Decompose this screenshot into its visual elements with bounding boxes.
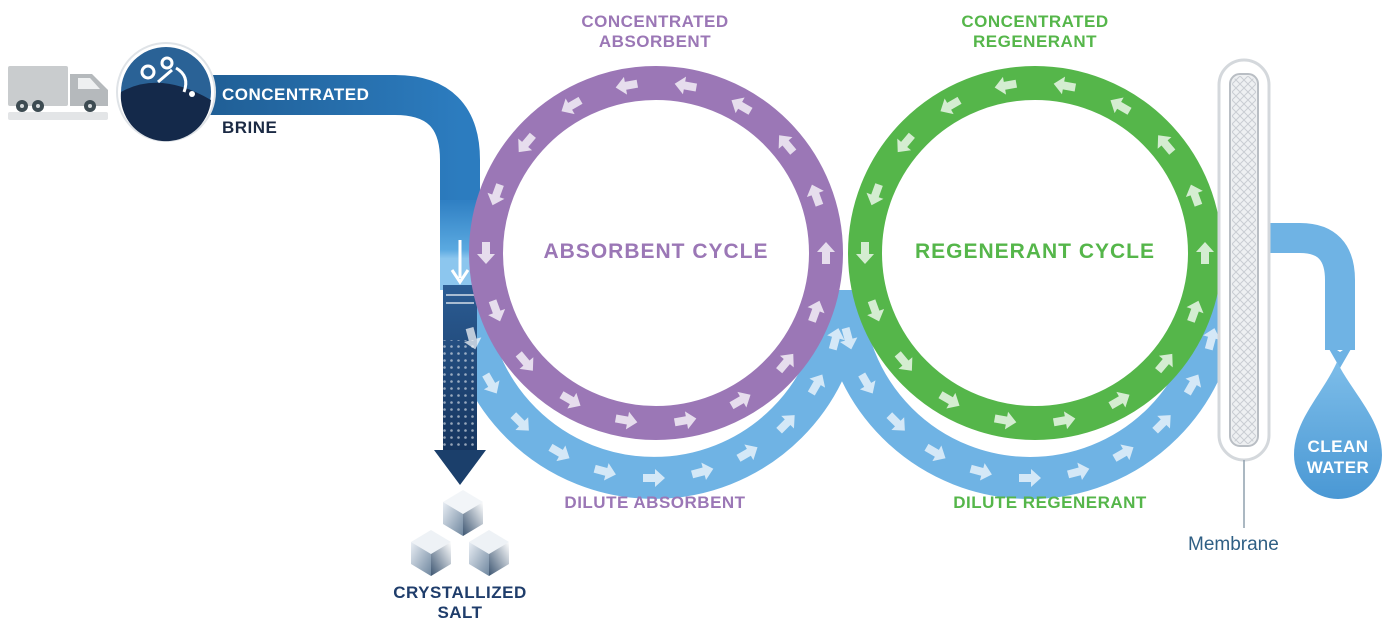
dilute-regenerant-label: DILUTE REGENERANT bbox=[953, 493, 1147, 512]
absorbent-flow-arrow bbox=[477, 242, 495, 264]
clean-water-label: CLEAN WATER bbox=[1290, 436, 1386, 478]
truck-icon bbox=[8, 66, 108, 120]
concentrated-absorbent-label: CONCENTRATED ABSORBENT bbox=[560, 12, 750, 52]
absorbent-flow-arrow bbox=[729, 391, 751, 410]
dilute-flow-arrow bbox=[858, 372, 876, 394]
dilute-flow-arrow bbox=[463, 327, 482, 350]
regenerant-flow-arrow bbox=[1052, 411, 1076, 430]
regenerant-flow-arrow bbox=[1157, 135, 1176, 155]
absorbent-flow-arrow bbox=[778, 135, 797, 155]
absorbent-flow-arrow bbox=[615, 76, 639, 95]
brine-label: BRINE bbox=[222, 118, 278, 137]
absorbent-flow-arrow bbox=[515, 351, 534, 371]
membrane-icon bbox=[1217, 58, 1271, 528]
dilute-flow-arrow bbox=[1067, 462, 1090, 481]
regenerant-cycle-ring bbox=[848, 66, 1222, 440]
absorbent-cycle-ring bbox=[469, 66, 843, 440]
absorbent-flow-arrow bbox=[806, 184, 824, 207]
absorbent-flow-arrow bbox=[614, 411, 638, 430]
absorbent-flow-arrow bbox=[559, 391, 581, 409]
absorbent-flow-arrow bbox=[817, 242, 835, 264]
regenerant-flow-arrow bbox=[1185, 184, 1203, 207]
clean-water-line2: WATER bbox=[1306, 458, 1370, 477]
regenerant-flow-arrow bbox=[938, 391, 960, 409]
regenerant-flow-arrow bbox=[894, 351, 913, 371]
membrane-label: Membrane bbox=[1188, 534, 1279, 555]
dilute-flow-arrow bbox=[827, 328, 845, 351]
dilute-flow-arrow bbox=[776, 415, 795, 434]
concentrated-brine-label: CONCENTRATED bbox=[222, 85, 370, 104]
dilute-flow-arrow bbox=[1019, 469, 1041, 487]
absorbent-cycle-label: ABSORBENT CYCLE bbox=[543, 240, 769, 263]
regenerant-flow-arrow bbox=[897, 132, 915, 153]
regenerant-flow-arrow bbox=[1155, 353, 1173, 374]
salt-crystal-icon bbox=[411, 490, 509, 576]
brine-pipe bbox=[170, 75, 480, 290]
water-drop-icon bbox=[1294, 342, 1382, 499]
regenerant-cycle-label: REGENERANT CYCLE bbox=[914, 240, 1156, 263]
concentrated-absorbent-line1: CONCENTRATED bbox=[581, 12, 729, 31]
regenerant-flow-arrow bbox=[1108, 391, 1130, 410]
absorbent-flow-arrow bbox=[561, 96, 583, 115]
absorbent-flow-arrow bbox=[807, 300, 825, 323]
absorbent-flow-arrow bbox=[487, 183, 505, 206]
regenerant-flow-arrow bbox=[856, 242, 874, 264]
dilute-flow-arrow bbox=[924, 443, 946, 462]
regenerant-flow-arrow bbox=[867, 299, 885, 322]
salt-outflow-arrow bbox=[434, 285, 486, 485]
dilute-flow-arrow bbox=[1203, 328, 1221, 351]
brine-tank-icon bbox=[116, 42, 216, 142]
regenerant-flow-arrow bbox=[1186, 300, 1204, 323]
dilute-flow-arrows bbox=[463, 327, 1221, 487]
dilute-flow-arrow bbox=[736, 444, 758, 462]
concentrated-absorbent-line2: ABSORBENT bbox=[598, 32, 712, 51]
concentrated-regenerant-line2: REGENERANT bbox=[972, 32, 1097, 51]
absorbent-flow-arrow bbox=[518, 132, 536, 153]
dilute-flow-arrow bbox=[807, 374, 826, 396]
regenerant-flow-arrow bbox=[1110, 97, 1132, 115]
dilute-flow-arrow bbox=[691, 462, 714, 481]
regenerant-flow-arrow bbox=[994, 76, 1018, 95]
regenerant-flow-arrow bbox=[940, 96, 962, 115]
crystallized-salt-line1: CRYSTALLIZED bbox=[393, 583, 527, 602]
dilute-flow-arrow bbox=[482, 372, 500, 394]
regenerant-flow-arrow bbox=[1053, 76, 1077, 95]
dilute-flow-arrow bbox=[1152, 415, 1171, 434]
crystallized-salt-line2: SALT bbox=[437, 603, 483, 622]
dilute-flow-arrow bbox=[886, 412, 905, 431]
regenerant-flow-arrow bbox=[993, 411, 1017, 430]
absorbent-flow-arrow bbox=[674, 76, 698, 95]
regenerant-flow-arrow bbox=[1196, 242, 1214, 264]
absorbent-flow-arrow bbox=[488, 299, 506, 322]
dilute-flow-arrow bbox=[548, 443, 570, 462]
dilute-flow-arrow bbox=[643, 469, 665, 487]
dilute-flow-arrow bbox=[839, 327, 858, 350]
absorbent-flow-arrow bbox=[731, 97, 753, 115]
regenerant-flow-arrow bbox=[866, 183, 884, 206]
absorbent-flow-arrow bbox=[673, 411, 697, 430]
clean-water-line1: CLEAN bbox=[1307, 437, 1369, 456]
dilute-flow-arrow bbox=[1183, 374, 1202, 396]
absorbent-flow-arrow bbox=[776, 353, 794, 374]
dilute-flow-arrow bbox=[510, 412, 529, 431]
concentrated-regenerant-line1: CONCENTRATED bbox=[961, 12, 1109, 31]
crystallized-salt-label: CRYSTALLIZED SALT bbox=[380, 583, 540, 623]
dilute-absorbent-label: DILUTE ABSORBENT bbox=[564, 493, 746, 512]
dilute-flow-arrow bbox=[969, 463, 992, 481]
concentrated-regenerant-label: CONCENTRATED REGENERANT bbox=[940, 12, 1130, 52]
dilute-flow-arrow bbox=[1112, 444, 1134, 462]
dilute-flow-arrow bbox=[593, 463, 616, 481]
